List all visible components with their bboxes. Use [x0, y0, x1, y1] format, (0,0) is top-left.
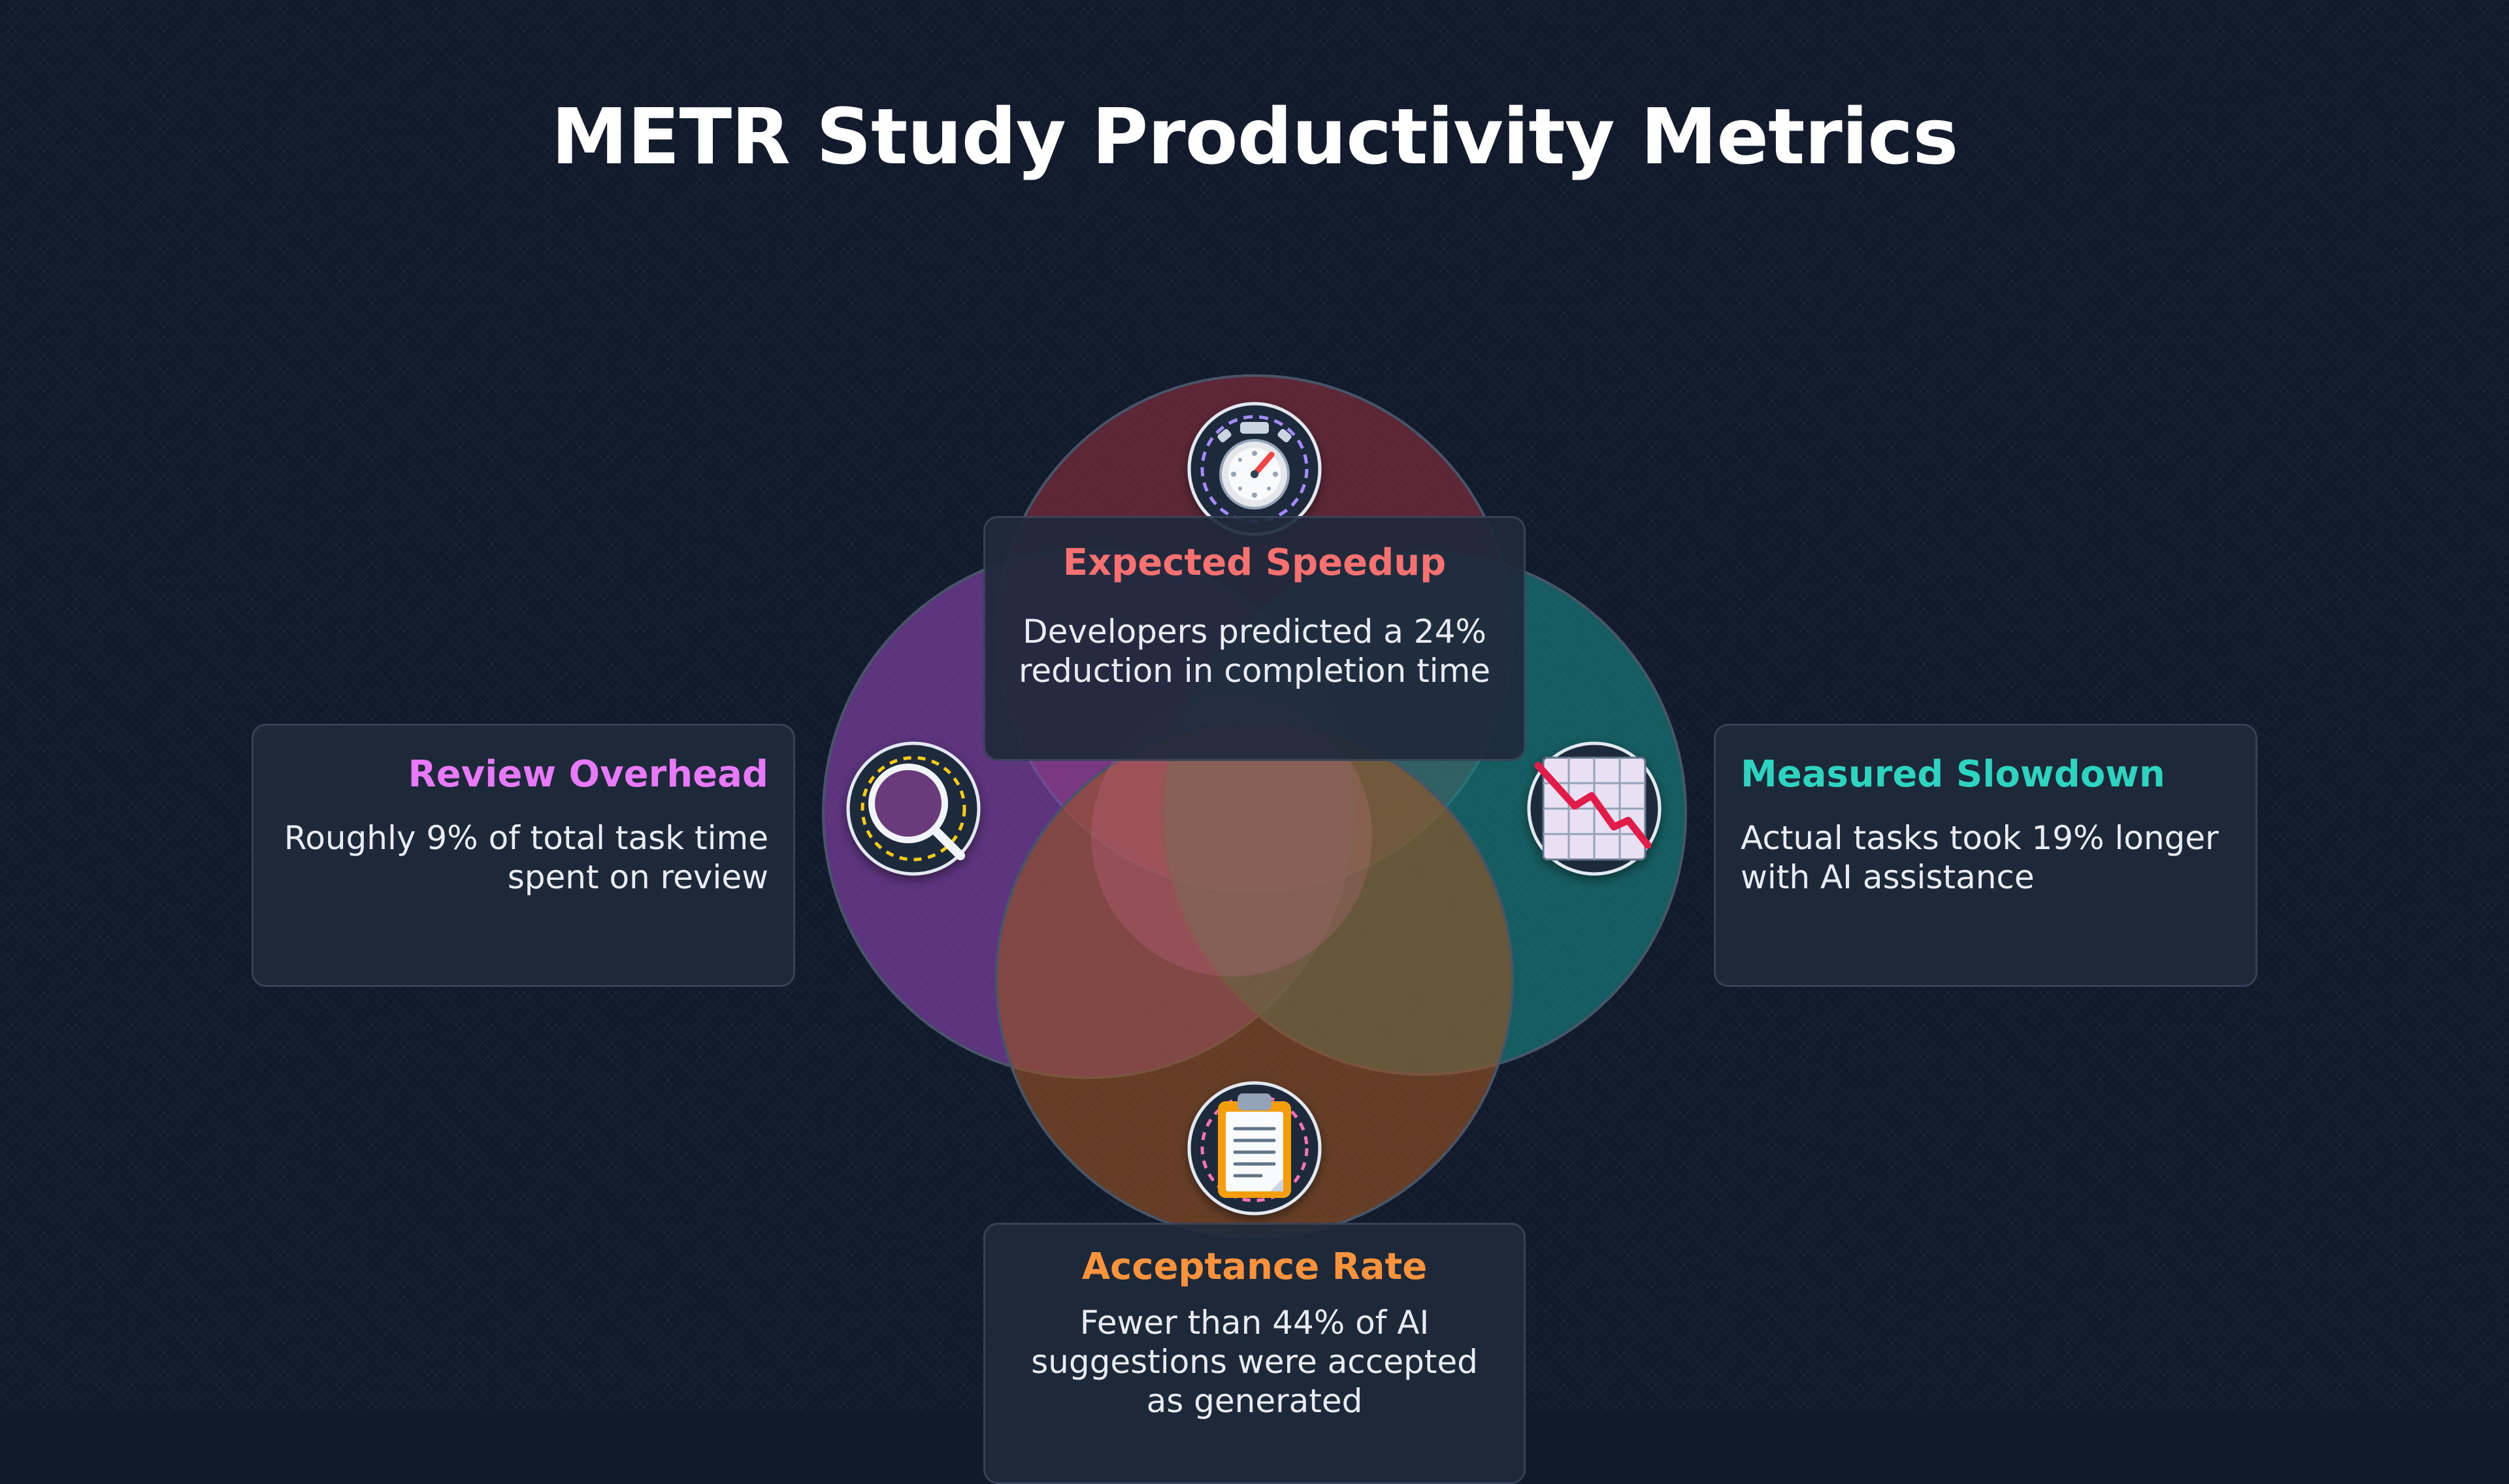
card-title-acceptance-rate: Acceptance Rate — [1081, 1246, 1428, 1288]
card-description-expected-speedup: Developers predicted a 24% reduction in … — [1018, 613, 1491, 690]
card-description-review-overhead: Roughly 9% of total task time spent on r… — [284, 819, 768, 896]
card-expected-speedup: Expected Speedup Developers predicted a … — [983, 516, 1526, 761]
card-measured-slowdown: Measured Slowdown Actual tasks took 19% … — [1714, 724, 2257, 987]
magnifier-icon — [846, 741, 981, 876]
card-title-review-overhead: Review Overhead — [408, 753, 768, 796]
stopwatch-icon — [1187, 402, 1322, 536]
card-description-acceptance-rate: Fewer than 44% of AI suggestions were ac… — [1031, 1304, 1478, 1420]
card-review-overhead: Review Overhead Roughly 9% of total task… — [252, 724, 795, 987]
card-description-measured-slowdown: Actual tasks took 19% longer with AI ass… — [1741, 819, 2219, 896]
declining-chart-icon — [1527, 741, 1662, 876]
card-title-expected-speedup: Expected Speedup — [1062, 541, 1447, 584]
page-title: METR Study Productivity Metrics — [551, 91, 1959, 182]
clipboard-icon — [1187, 1081, 1322, 1216]
card-title-measured-slowdown: Measured Slowdown — [1741, 753, 2165, 796]
card-acceptance-rate: Acceptance Rate Fewer than 44% of AI sug… — [983, 1223, 1526, 1484]
venn-overlap-highlight — [1091, 696, 1372, 976]
